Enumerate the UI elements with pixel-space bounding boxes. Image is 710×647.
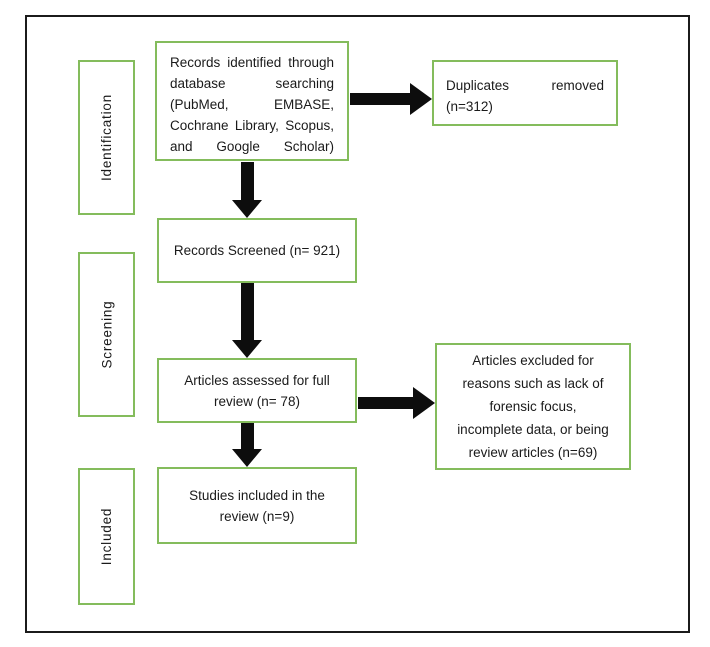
stage-box-identification: Identification — [78, 60, 135, 215]
stage-label-screening: Screening — [99, 300, 114, 369]
arrow-head-down-icon — [232, 340, 262, 358]
stage-box-included: Included — [78, 468, 135, 605]
stage-label-included: Included — [99, 507, 115, 566]
stage-label-identification: Identification — [99, 94, 114, 181]
stage-box-screening: Screening — [78, 252, 135, 417]
arrow-shaft — [350, 93, 411, 105]
box-articles-assessed: Articles assessed for full review (n= 78… — [157, 358, 357, 423]
arrow-head-down-icon — [232, 200, 262, 218]
articles-assessed-text: Articles assessed for full review (n= 78… — [184, 372, 330, 409]
articles-excluded-text: Articles excluded for reasons such as la… — [457, 353, 609, 460]
box-studies-included: Studies included in the review (n=9) — [157, 467, 357, 544]
arrow-shaft — [241, 423, 254, 450]
box-duplicates-removed: Duplicates removed(n=312) — [432, 60, 618, 126]
arrow-shaft — [241, 283, 254, 341]
arrow-head-right-icon — [410, 83, 432, 115]
records-screened-text: Records Screened (n= 921) — [173, 243, 341, 258]
arrow-head-down-icon — [232, 449, 262, 467]
box-records-screened: Records Screened (n= 921) — [157, 218, 357, 283]
arrow-shaft — [358, 397, 414, 409]
box-articles-excluded: Articles excluded for reasons such as la… — [435, 343, 631, 470]
studies-included-text: Studies included in the review (n=9) — [189, 487, 325, 524]
arrow-shaft — [241, 162, 254, 201]
arrow-head-right-icon — [413, 387, 435, 419]
